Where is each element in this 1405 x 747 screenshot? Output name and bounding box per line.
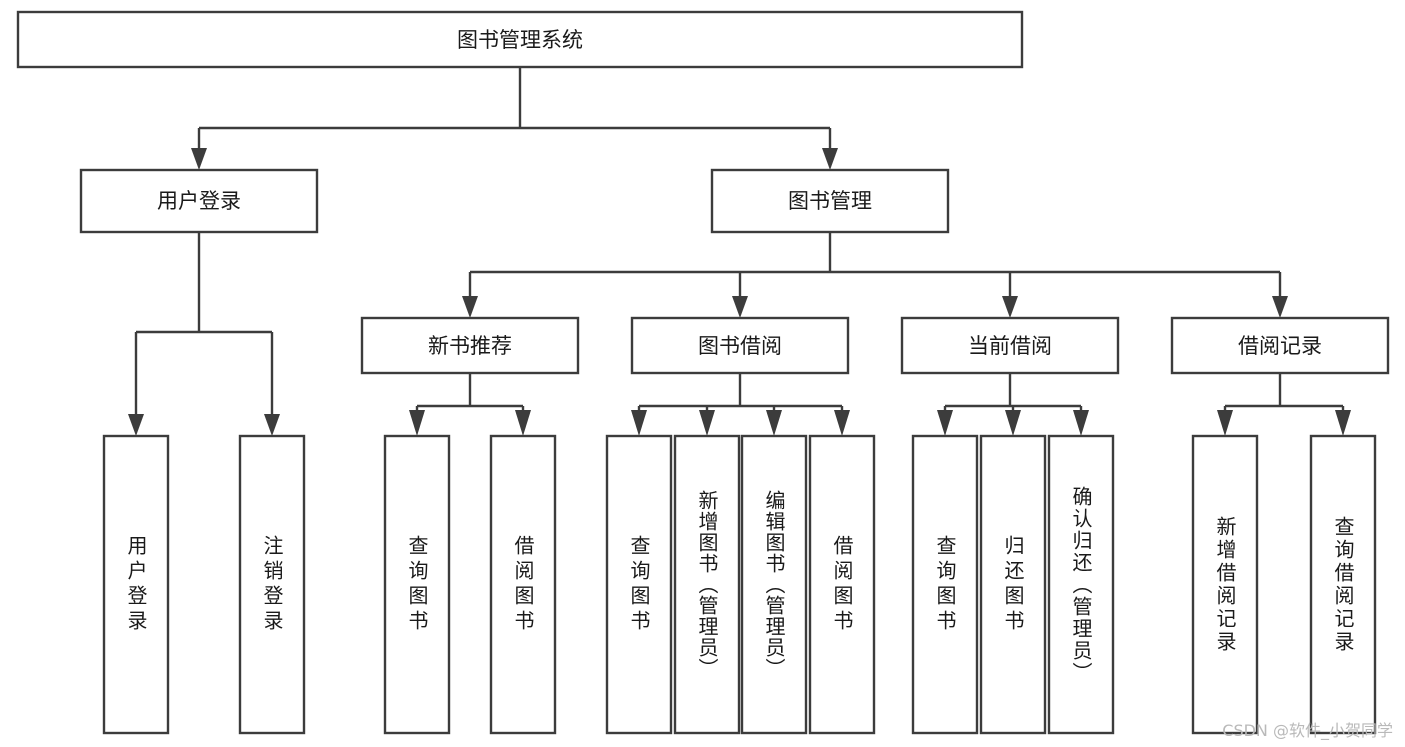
node-root-system[interactable]: 图书管理系统 (16, 10, 1024, 69)
leaf-box[interactable] (911, 434, 979, 735)
arrow-book-mgmt (822, 148, 838, 170)
arrow-leaf-cb-3 (1073, 410, 1089, 436)
arrow-leaf-br-1 (1217, 410, 1233, 436)
connector-group-new-book-recommend (409, 373, 531, 436)
connector-group-book-mgmt (462, 232, 1288, 318)
arrow-leaf-bb-2 (699, 410, 715, 436)
node-book-borrow-box[interactable] (630, 316, 850, 375)
leaf-node-cb-query-book[interactable] (911, 434, 979, 735)
arrow-new-book-recommend (462, 296, 478, 318)
leaf-node-nbr-borrow-book[interactable] (489, 434, 557, 735)
arrow-leaf-bb-3 (766, 410, 782, 436)
arrow-leaf-bb-4 (834, 410, 850, 436)
node-book-management[interactable]: 图书管理 (710, 168, 950, 234)
node-user-login[interactable]: 用户登录 (79, 168, 319, 234)
node-new-book-recommend-box[interactable] (360, 316, 580, 375)
node-book-management-box[interactable] (710, 168, 950, 234)
node-new-book-recommend-label: 新书推荐 (428, 334, 512, 358)
leaf-node-bb-edit-book[interactable] (740, 434, 808, 735)
arrow-leaf-user-login-2 (264, 414, 280, 436)
node-book-borrow[interactable]: 图书借阅 (630, 316, 850, 375)
arrow-leaf-nbr-1 (409, 410, 425, 436)
leaf-box[interactable] (238, 434, 306, 735)
node-borrow-record-box[interactable] (1170, 316, 1390, 375)
leaf-node-nbr-query-book[interactable] (383, 434, 451, 735)
leaf-box[interactable] (808, 434, 876, 735)
node-borrow-record-label: 借阅记录 (1238, 334, 1322, 358)
leaf-node-cb-return-book[interactable] (979, 434, 1047, 735)
node-book-borrow-label: 图书借阅 (698, 334, 782, 358)
node-current-borrow[interactable]: 当前借阅 (900, 316, 1120, 375)
csdn-watermark: CSDN @软件_小贺同学 (1222, 721, 1393, 740)
leaf-node-user-login-login[interactable] (102, 434, 170, 735)
connector-group-book-borrow (631, 373, 850, 436)
node-current-borrow-label: 当前借阅 (968, 334, 1052, 358)
node-borrow-record[interactable]: 借阅记录 (1170, 316, 1390, 375)
leaf-box[interactable] (1047, 434, 1115, 735)
connector-group-current-borrow (937, 373, 1089, 436)
leaf-box[interactable] (1309, 434, 1377, 735)
arrow-current-borrow (1002, 296, 1018, 318)
leaf-node-bb-query-book[interactable] (605, 434, 673, 735)
node-new-book-recommend[interactable]: 新书推荐 (360, 316, 580, 375)
node-root-box[interactable] (16, 10, 1024, 69)
arrow-leaf-user-login-1 (128, 414, 144, 436)
connector-group-user-login (128, 232, 280, 436)
connector-group-root (191, 67, 838, 170)
leaf-node-br-add-record[interactable] (1191, 434, 1259, 735)
arrow-leaf-br-2 (1335, 410, 1351, 436)
arrow-borrow-record (1272, 296, 1288, 318)
leaf-node-user-login-logout[interactable] (238, 434, 306, 735)
node-user-login-box[interactable] (79, 168, 319, 234)
leaf-box[interactable] (673, 434, 741, 735)
leaf-node-bb-add-book[interactable] (673, 434, 741, 735)
arrow-leaf-nbr-2 (515, 410, 531, 436)
leaf-node-bb-borrow-book[interactable] (808, 434, 876, 735)
leaf-node-br-query-record[interactable] (1309, 434, 1377, 735)
node-current-borrow-box[interactable] (900, 316, 1120, 375)
connector-group-borrow-record (1217, 373, 1351, 436)
arrow-leaf-cb-2 (1005, 410, 1021, 436)
node-user-login-label: 用户登录 (157, 189, 241, 213)
arrow-user-login (191, 148, 207, 170)
leaf-box[interactable] (383, 434, 451, 735)
leaf-node-cb-confirm-return[interactable] (1047, 434, 1115, 735)
leaf-box[interactable] (489, 434, 557, 735)
arrow-leaf-bb-1 (631, 410, 647, 436)
arrow-book-borrow (732, 296, 748, 318)
leaf-box[interactable] (979, 434, 1047, 735)
leaf-box[interactable] (740, 434, 808, 735)
node-book-management-label: 图书管理 (788, 189, 872, 213)
leaf-box[interactable] (102, 434, 170, 735)
leaf-box[interactable] (1191, 434, 1259, 735)
arrow-leaf-cb-1 (937, 410, 953, 436)
leaf-box[interactable] (605, 434, 673, 735)
node-root-label: 图书管理系统 (457, 28, 583, 52)
